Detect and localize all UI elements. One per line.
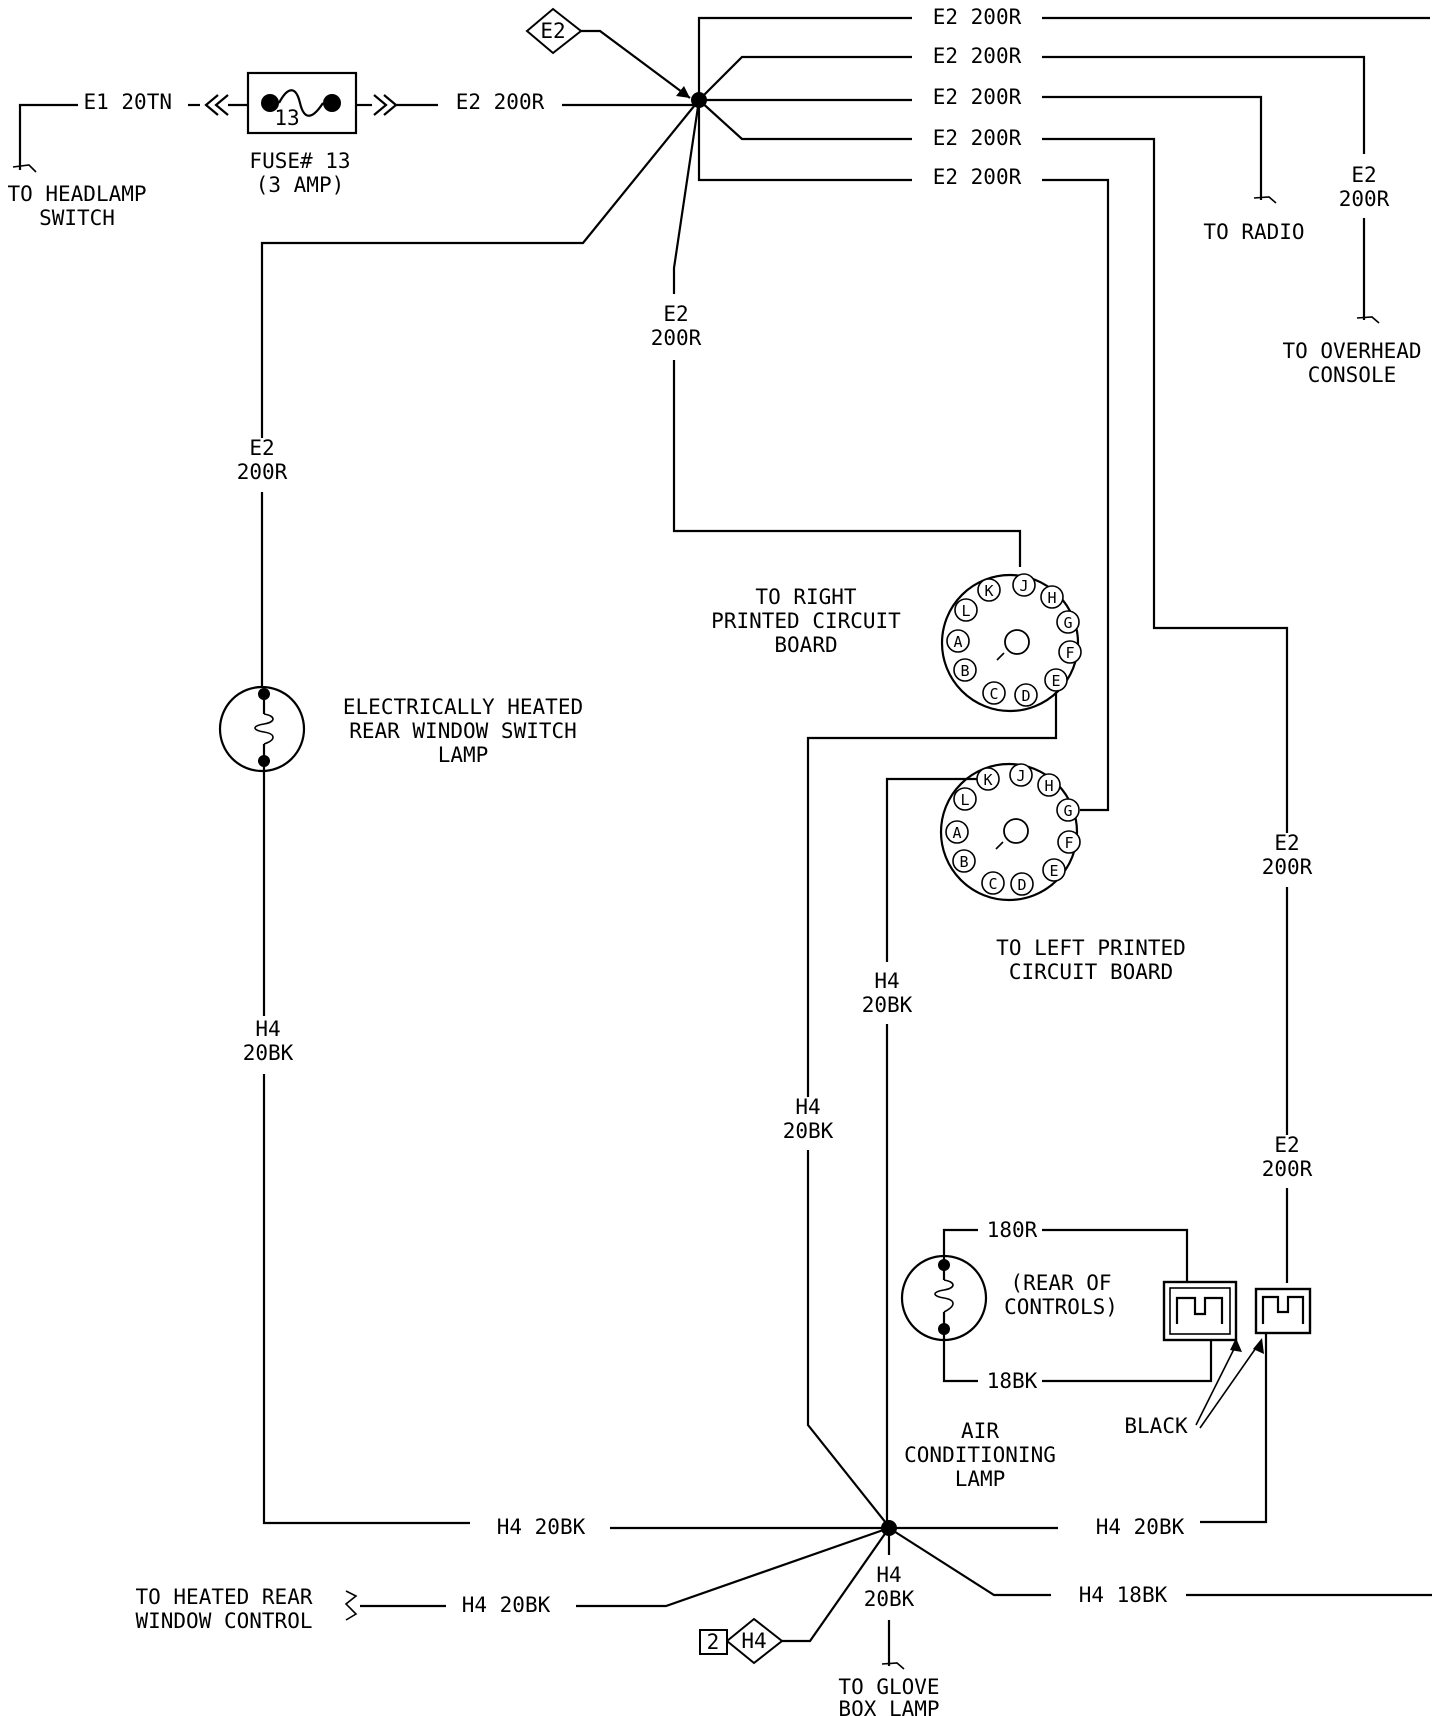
wire-label-18bk: 18BK xyxy=(987,1369,1038,1393)
wire-label-e2: E2 xyxy=(1274,831,1299,855)
to-heated-rear-label-2: WINDOW CONTROL xyxy=(135,1609,312,1633)
left-pcb-connector: J K H L G A F B E C D xyxy=(939,762,1081,902)
left-pcb-label-2: CIRCUIT BOARD xyxy=(1009,960,1173,984)
wire-label-200r: 200R xyxy=(1339,187,1390,211)
right-pcb-label-3: BOARD xyxy=(774,633,837,657)
wire-label-e2-200r: E2 200R xyxy=(933,85,1022,109)
wire-label-20bk: 20BK xyxy=(243,1041,294,1065)
black-connector-right xyxy=(1254,1287,1312,1335)
pin-label: G xyxy=(1063,802,1072,820)
pin-label: J xyxy=(1019,577,1028,595)
ac-lamp xyxy=(900,1228,988,1383)
pin-label: A xyxy=(952,824,961,842)
e2-connector: E2 xyxy=(525,7,691,99)
pin-label: F xyxy=(1065,644,1074,662)
pin-label: C xyxy=(989,685,998,703)
to-headlamp-label: TO HEADLAMP xyxy=(7,182,146,206)
wire-label-e2-200r: E2 200R xyxy=(933,165,1022,189)
rear-controls-label-2: CONTROLS) xyxy=(1004,1295,1118,1319)
to-headlamp-label-2: SWITCH xyxy=(39,206,115,230)
ac-lamp-label-3: LAMP xyxy=(955,1467,1006,1491)
pin-label: J xyxy=(1016,767,1025,785)
wire-label-200r: 200R xyxy=(1262,1157,1313,1181)
wire-label-20bk: 20BK xyxy=(783,1119,834,1143)
to-heated-rear-label: TO HEATED REAR xyxy=(135,1585,312,1609)
wire-label-h4: H4 xyxy=(255,1017,280,1041)
wire-label-e2-200r: E2 200R xyxy=(456,90,545,114)
wire-label-e2: E2 xyxy=(663,302,688,326)
wire-label-200r: 200R xyxy=(1262,855,1313,879)
wire-label-h4-20bk: H4 20BK xyxy=(462,1593,551,1617)
fuse-13: 13 FUSE# 13 (3 AMP) xyxy=(204,71,438,197)
pin-label: C xyxy=(988,875,997,893)
wire-label-e2-200r: E2 200R xyxy=(933,5,1022,29)
wire-label-e2-200r: E2 200R xyxy=(933,126,1022,150)
heated-lamp-label: ELECTRICALLY HEATED xyxy=(343,695,583,719)
right-pcb-label-2: PRINTED CIRCUIT xyxy=(711,609,901,633)
wire-label-h4-20bk: H4 20BK xyxy=(497,1515,586,1539)
e2-connector-label: E2 xyxy=(540,19,565,43)
wire-label-180r: 180R xyxy=(987,1218,1038,1242)
to-overhead-label-2: CONSOLE xyxy=(1308,363,1397,387)
wire-label-e2: E2 xyxy=(1351,163,1376,187)
wire-label-h4-20bk: H4 20BK xyxy=(1096,1515,1185,1539)
top-wire-labels: E2 200R E2 200R E2 200R E2 200R E2 200R xyxy=(933,5,1022,189)
heated-lamp-label-3: LAMP xyxy=(438,743,489,767)
wire-label-200r: 200R xyxy=(651,326,702,350)
black-label: BLACK xyxy=(1124,1414,1188,1438)
pin-label: L xyxy=(961,602,970,620)
wire-label-h4-18bk: H4 18BK xyxy=(1079,1583,1168,1607)
pin-label: B xyxy=(959,853,968,871)
pin-label: D xyxy=(1021,687,1030,705)
wire-label-e2-200r: E2 200R xyxy=(933,44,1022,68)
wire-label-e2: E2 xyxy=(249,436,274,460)
ac-lamp-label-2: CONDITIONING xyxy=(904,1443,1056,1467)
to-overhead-label: TO OVERHEAD xyxy=(1282,339,1421,363)
to-glove-label-2: BOX LAMP xyxy=(838,1697,939,1716)
pin-label: B xyxy=(960,662,969,680)
ac-lamp-label: AIR xyxy=(961,1419,999,1443)
fuse-rating: (3 AMP) xyxy=(256,173,345,197)
wire-label-h4: H4 xyxy=(876,1563,901,1587)
pin-label: E xyxy=(1049,862,1058,880)
wire-label-20bk: 20BK xyxy=(864,1587,915,1611)
h4-connector-label: H4 xyxy=(741,1629,766,1653)
right-pcb-label: TO RIGHT xyxy=(755,585,857,609)
pin-label: K xyxy=(984,582,993,600)
to-radio-label: TO RADIO xyxy=(1203,220,1304,244)
fuse-label: FUSE# 13 xyxy=(249,149,350,173)
pin-label: L xyxy=(960,791,969,809)
pin-label: A xyxy=(953,633,962,651)
black-connector-left xyxy=(1162,1280,1238,1342)
pin-label: D xyxy=(1017,876,1026,894)
pin-label: K xyxy=(983,771,992,789)
fuse-number: 13 xyxy=(274,106,299,130)
pin-label: E xyxy=(1051,672,1060,690)
heated-lamp-label-2: REAR WINDOW SWITCH xyxy=(349,719,577,743)
left-pcb-label: TO LEFT PRINTED xyxy=(996,936,1186,960)
h4-connector: H4 2 xyxy=(699,1617,784,1665)
wire-label-h4: H4 xyxy=(874,969,899,993)
wire-label-e1-20tn: E1 20TN xyxy=(83,90,172,114)
wire-label-h4: H4 xyxy=(795,1095,820,1119)
wire-label-200r: 200R xyxy=(237,460,288,484)
wire-label-20bk: 20BK xyxy=(862,993,913,1017)
headlamp-feed: E1 20TN TO HEADLAMP SWITCH xyxy=(7,90,200,230)
right-pcb-connector: J K H L G A F B E C D xyxy=(940,573,1082,713)
to-glove-label: TO GLOVE xyxy=(838,1675,939,1699)
pin-label: H xyxy=(1047,589,1056,607)
h4-connector-prefix: 2 xyxy=(707,1630,720,1654)
pin-label: G xyxy=(1063,614,1072,632)
pin-label: F xyxy=(1064,834,1073,852)
wire-label-e2: E2 xyxy=(1274,1133,1299,1157)
rear-controls-label: (REAR OF xyxy=(1010,1271,1111,1295)
heated-rear-window-lamp xyxy=(218,685,306,773)
pin-label: H xyxy=(1044,777,1053,795)
